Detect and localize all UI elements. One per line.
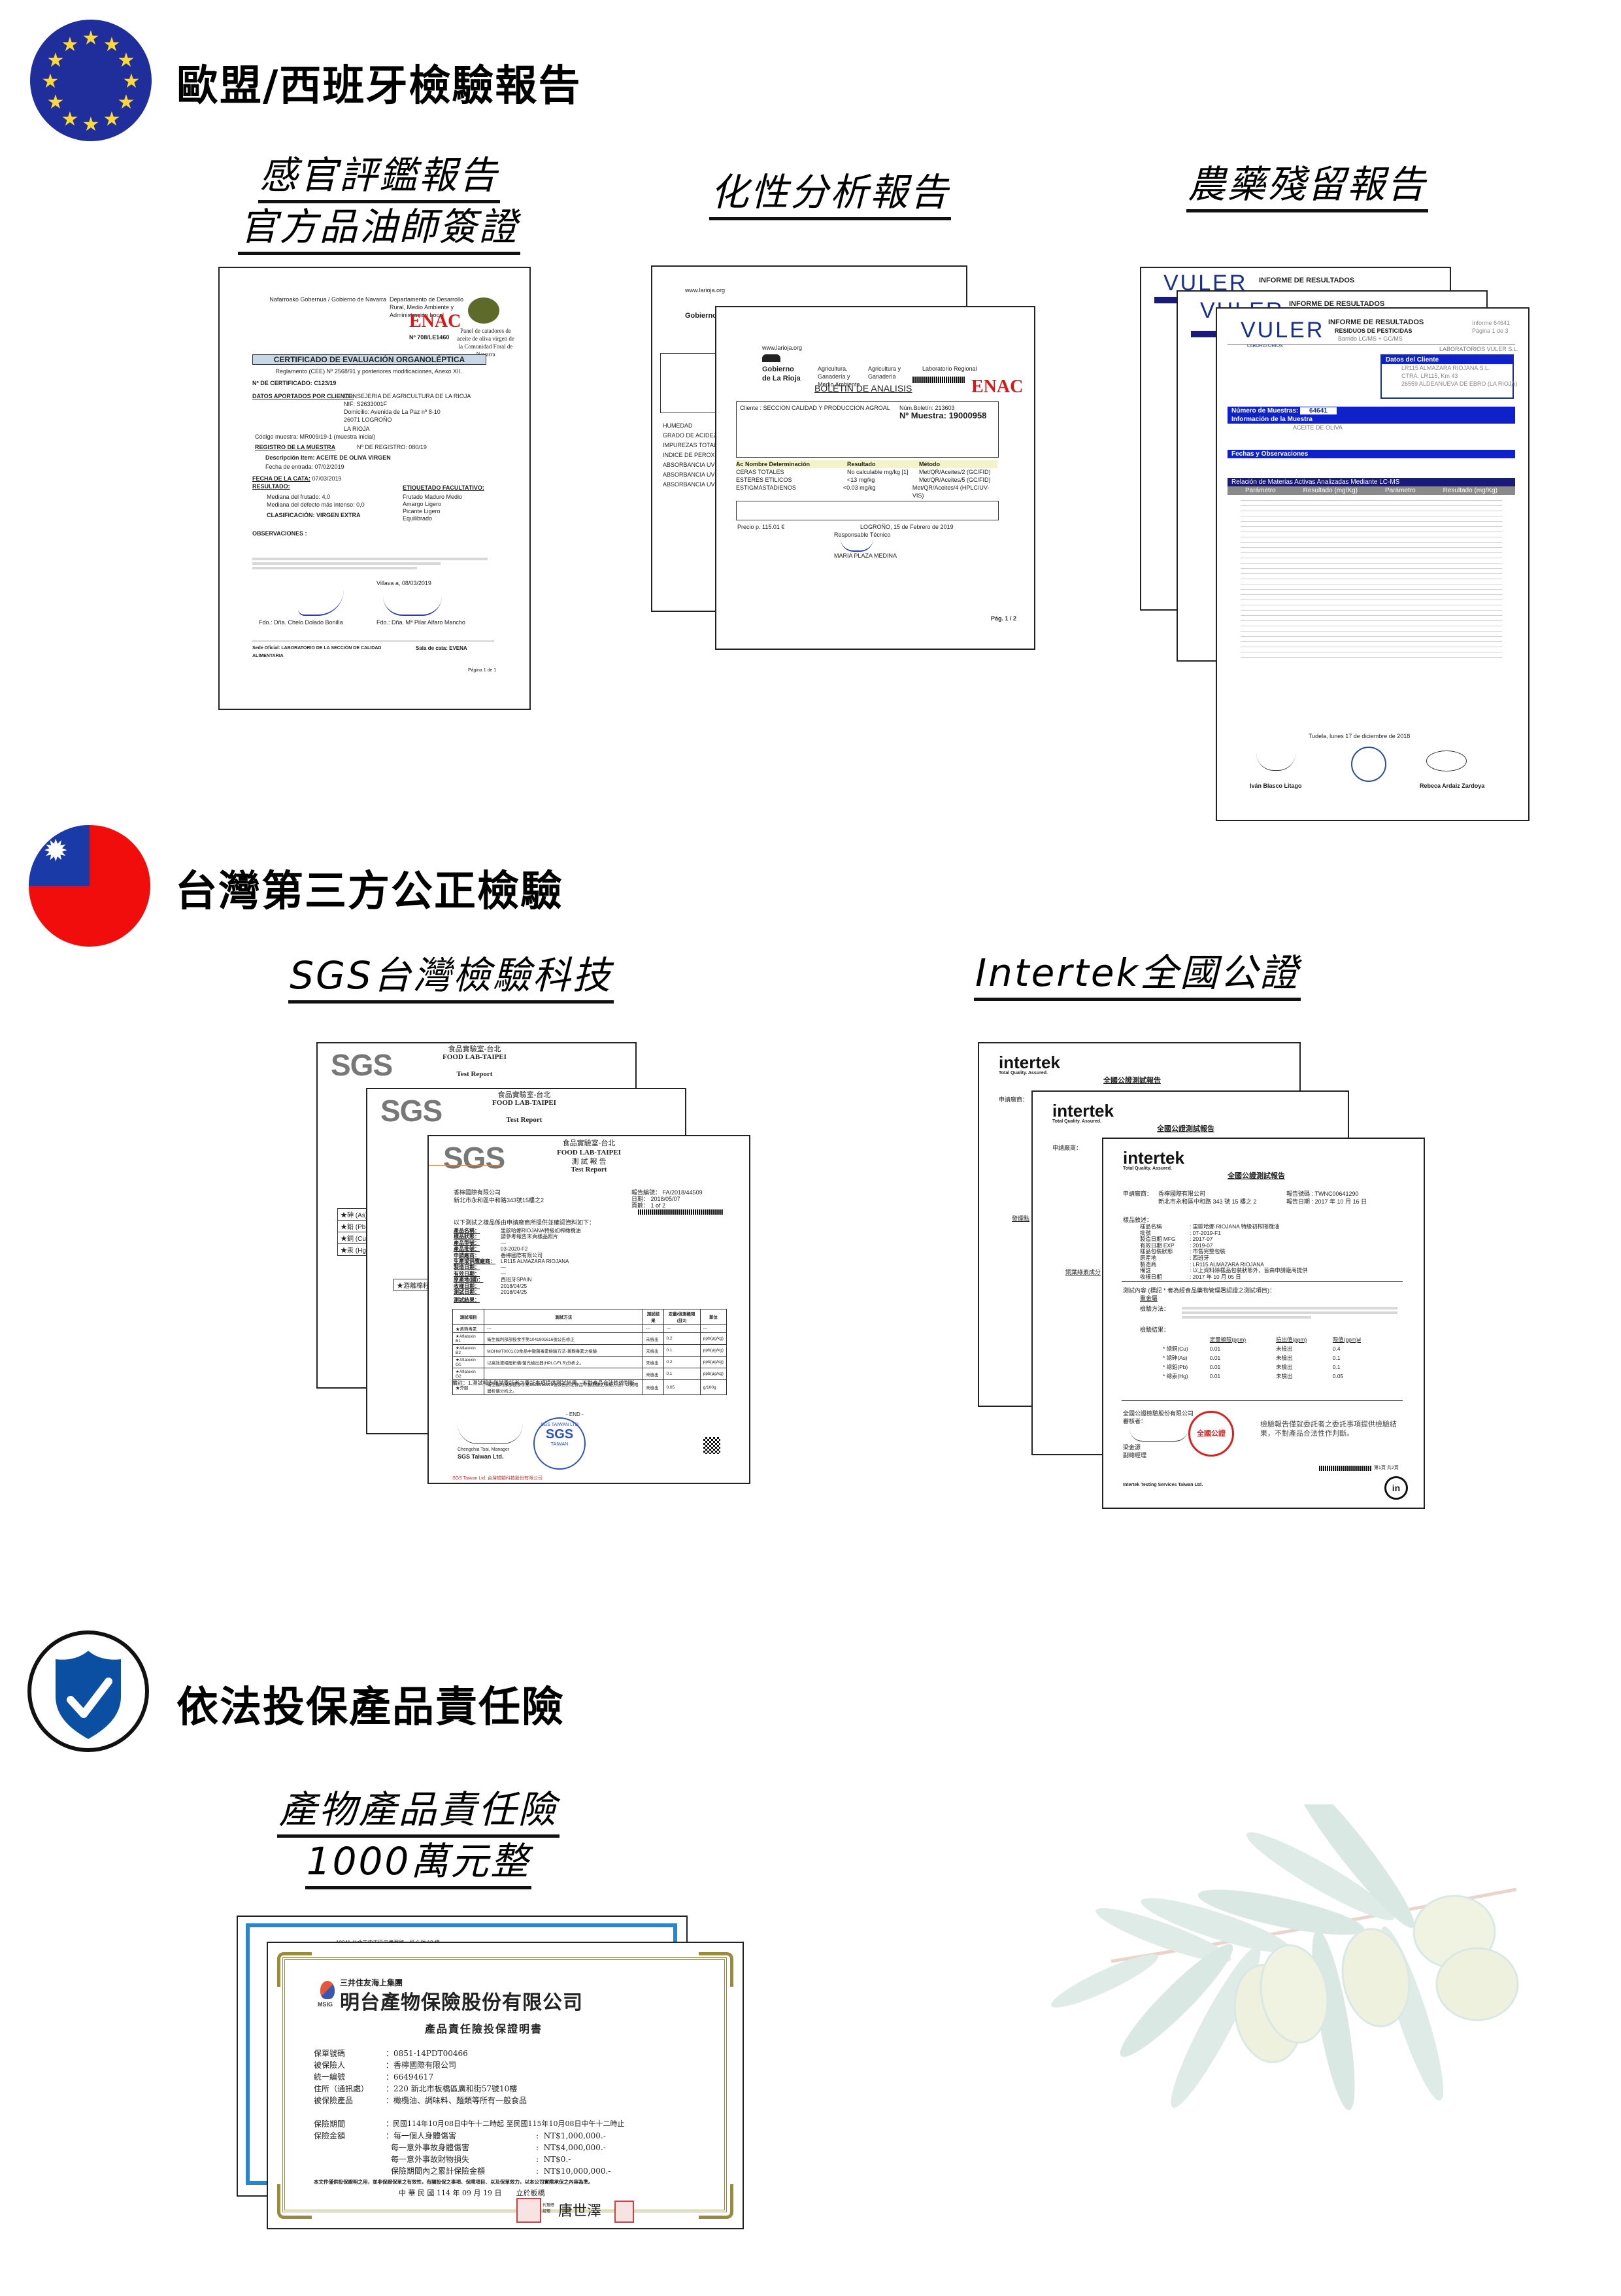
enac-logo: ENAC <box>409 311 461 331</box>
section-title-taiwan: 台灣第三方公正檢驗 <box>175 868 563 916</box>
company-seal-icon <box>516 2198 541 2223</box>
chemical-analysis-document[interactable]: www.larioja.org Gobierno de La Rioja Agr… <box>715 306 1035 650</box>
sgs-logo: SGS <box>443 1141 505 1175</box>
sensory-certificate-document[interactable]: Nafarroako Gobernua / Gobierno de Navarr… <box>218 267 531 710</box>
subheading-sgs: SGS台灣檢驗科技 <box>288 952 614 1004</box>
signature-icon <box>383 595 442 616</box>
sgs-results-table: 測試項目 測試方法 測試結果 定量/偵測極限(註3) 單位 ★黃麴毒素-----… <box>452 1309 727 1395</box>
insurance-certificate[interactable]: MSIG 三井住友海上集團 明台產物保險股份有限公司 產品責任險投保證明書 保單… <box>267 1942 744 2229</box>
olive-panel-logo-icon <box>468 297 499 324</box>
signature-icon <box>1256 753 1295 771</box>
section-title-eu: 歐盟/西班牙檢驗報告 <box>176 62 582 110</box>
subheading-sensory-report: 感官評鑑報告 官方品油師簽證 <box>229 152 529 255</box>
barcode-icon <box>912 377 965 383</box>
signature-icon <box>298 588 344 616</box>
signature-icon <box>841 537 873 552</box>
intertek-seal-icon: 全國公證 <box>1188 1411 1234 1457</box>
enac-logo: ENAC <box>971 377 1024 397</box>
pesticide-report-page-1[interactable]: VULER LABORATORIOS INFORME DE RESULTADOS… <box>1216 307 1529 821</box>
intertek-in-icon: in <box>1384 1476 1408 1500</box>
subheading-chemical-report: 化性分析報告 <box>693 169 967 220</box>
vuler-logo: VULER <box>1241 318 1325 343</box>
shield-check-icon <box>27 1630 149 1752</box>
barcode-icon <box>638 1209 723 1215</box>
subheading-intertek: Intertek全國公證 <box>974 949 1301 1001</box>
certificate-title: 產品責任險投保證明書 <box>425 2023 543 2035</box>
personal-seal-icon <box>614 2201 634 2223</box>
vuler-seal-icon <box>1351 747 1386 782</box>
section-title-insurance: 依法投保產品責任險 <box>176 1683 565 1732</box>
signature-icon <box>458 1424 523 1444</box>
taiwan-flag-icon: ✹ <box>29 825 150 947</box>
ornament-corner-icon <box>699 1952 733 1987</box>
la-rioja-logo-icon <box>762 354 780 362</box>
qr-code-icon <box>703 1437 720 1454</box>
sgs-report-page-1[interactable]: SGS 食品實驗室-台北 FOOD LAB-TAIPEI 測 試 報 告 Tes… <box>427 1135 750 1484</box>
signature-icon <box>1426 751 1467 771</box>
ornament-corner-icon <box>699 2184 733 2219</box>
olive-branch-icon <box>1046 1772 1621 2293</box>
subheading-insurance-amount: 產物產品責任險 1000萬元整 <box>275 1786 562 1889</box>
ornament-corner-icon <box>277 1952 312 1987</box>
insurance-company-name: 明台產物保險股份有限公司 <box>340 1992 583 2014</box>
intertek-logo: intertek <box>1123 1148 1184 1168</box>
ornament-corner-icon <box>277 2184 312 2219</box>
eu-flag-icon: ★ ★ ★ ★ ★ ★ ★ ★ ★ ★ ★ ★ <box>30 20 152 141</box>
msig-logo-icon <box>320 1981 335 1999</box>
subheading-pesticide-report: 農藥殘留報告 <box>1177 161 1438 212</box>
sgs-seal-icon: SGS TAIWAN LTD SGS TAIWAN <box>533 1417 586 1470</box>
signature-icon <box>1129 1425 1188 1442</box>
certificate-title: CERTIFICADO DE EVALUACIÓN ORGANOLÉPTICA <box>252 354 486 365</box>
signer-signature: 唐世澤 <box>558 2203 602 2220</box>
barcode-icon <box>1319 1466 1371 1471</box>
intertek-report-page-1[interactable]: intertek Total Quality. Assured. 全國公證測試報… <box>1102 1138 1425 1509</box>
